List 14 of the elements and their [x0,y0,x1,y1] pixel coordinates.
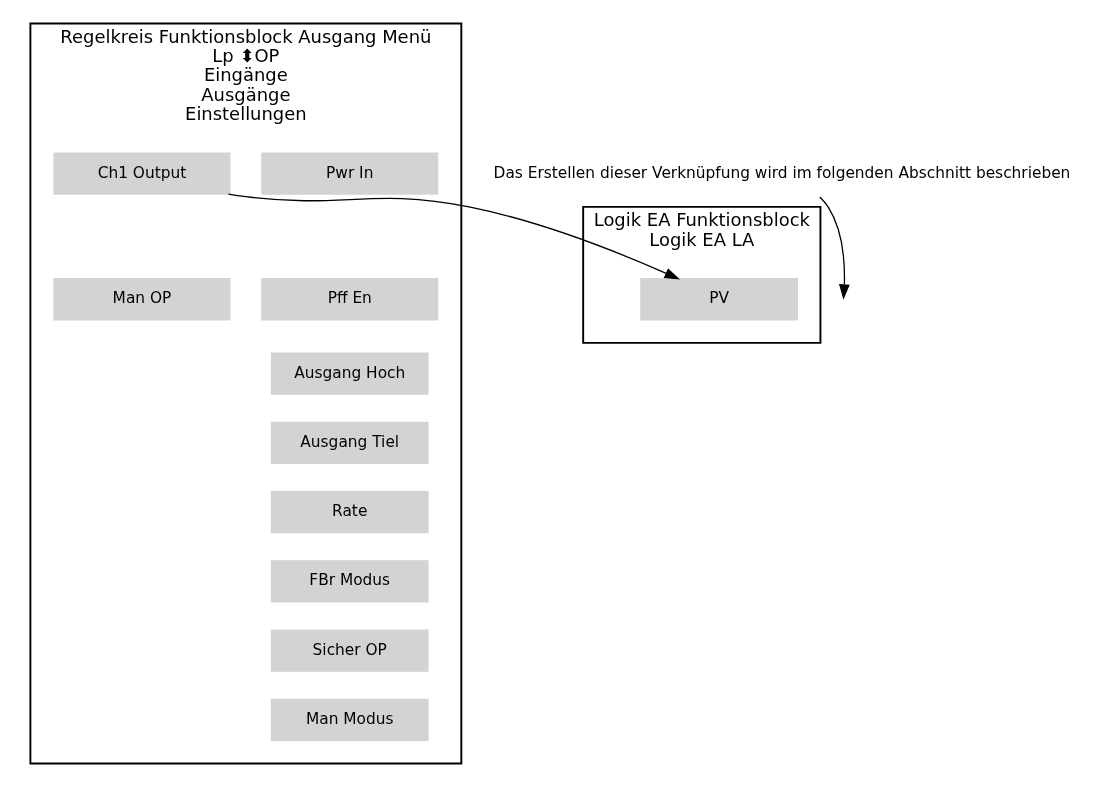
arrow [819,196,850,300]
node-box: Pff En [261,278,439,321]
node-box: Sicher OP [270,629,429,672]
node-box: Man Modus [270,698,429,742]
arrow [227,193,680,280]
node-box: Ausgang Hoch [270,352,429,395]
node-box: PV [640,278,798,321]
node-box: Pwr In [261,152,439,195]
node-box: Rate [270,490,429,534]
node-box: Man OP [53,278,231,321]
node-box: FBr Modus [270,560,429,603]
node-box: Ch1 Output [53,152,231,195]
node-box: Ausgang Tiel [270,421,429,465]
node-text: Das Erstellen dieser Verknüpfung wird im folgenden Abschnitt beschrieben [493,163,1071,182]
